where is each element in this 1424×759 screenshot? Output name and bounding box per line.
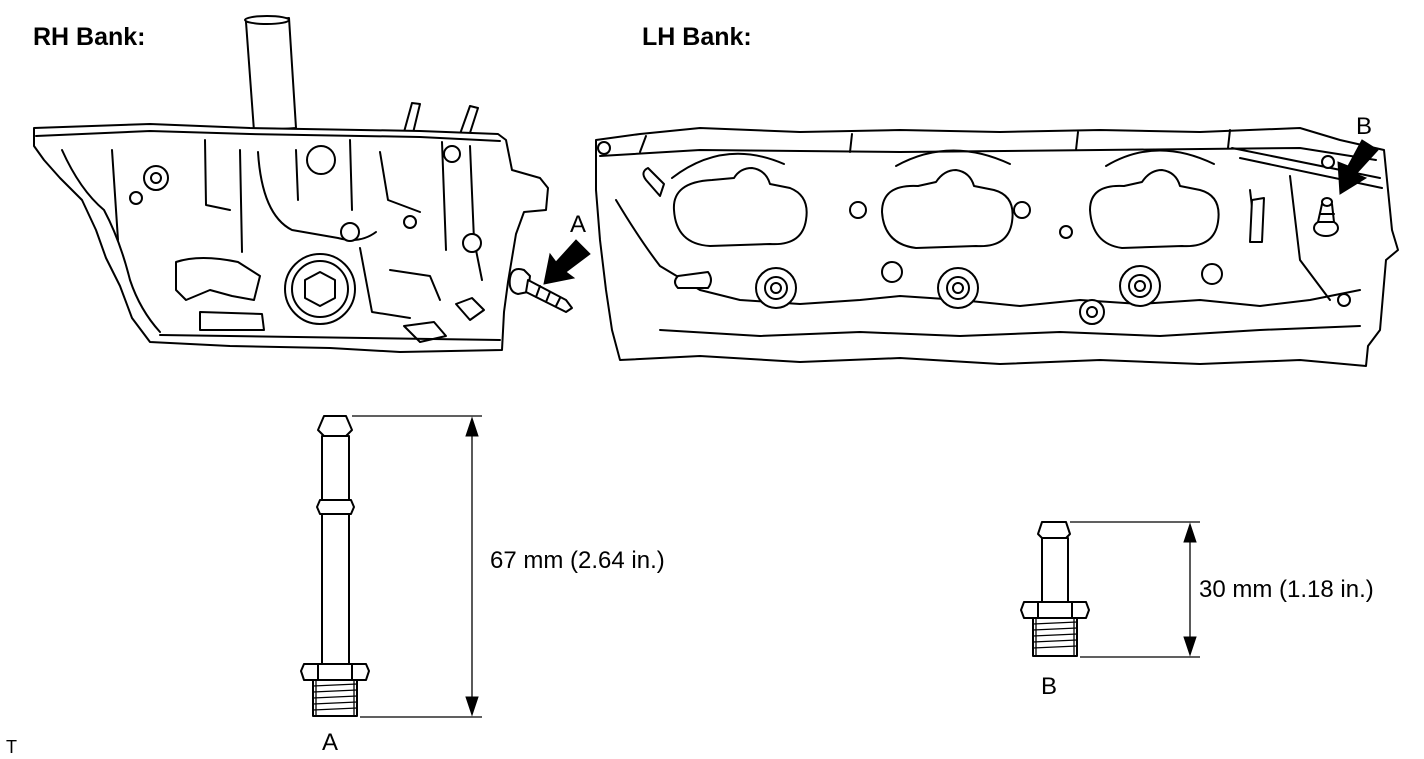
union-a-part xyxy=(300,415,370,717)
callout-b-label: B xyxy=(1356,113,1372,140)
part-a-label: A xyxy=(322,729,338,756)
union-b-installed xyxy=(1313,197,1339,237)
lh-bank-title: LH Bank: xyxy=(642,23,752,51)
corner-mark: T xyxy=(6,737,17,757)
rh-bank-cylinder-head xyxy=(33,15,573,353)
part-b-label: B xyxy=(1041,673,1057,700)
union-a-installed xyxy=(508,268,573,313)
callout-a-arrow xyxy=(543,239,591,285)
dimension-a-text: 67 mm (2.64 in.) xyxy=(490,547,665,574)
callout-a-label: A xyxy=(570,211,586,238)
dimension-b-text: 30 mm (1.18 in.) xyxy=(1199,576,1374,603)
rh-bank-title: RH Bank: xyxy=(33,23,146,51)
union-b-part xyxy=(1020,521,1090,657)
callout-b-arrow xyxy=(1337,139,1379,195)
dimension-b xyxy=(1070,521,1200,658)
dimension-a xyxy=(352,415,482,718)
lh-bank-cylinder-head xyxy=(595,127,1399,367)
